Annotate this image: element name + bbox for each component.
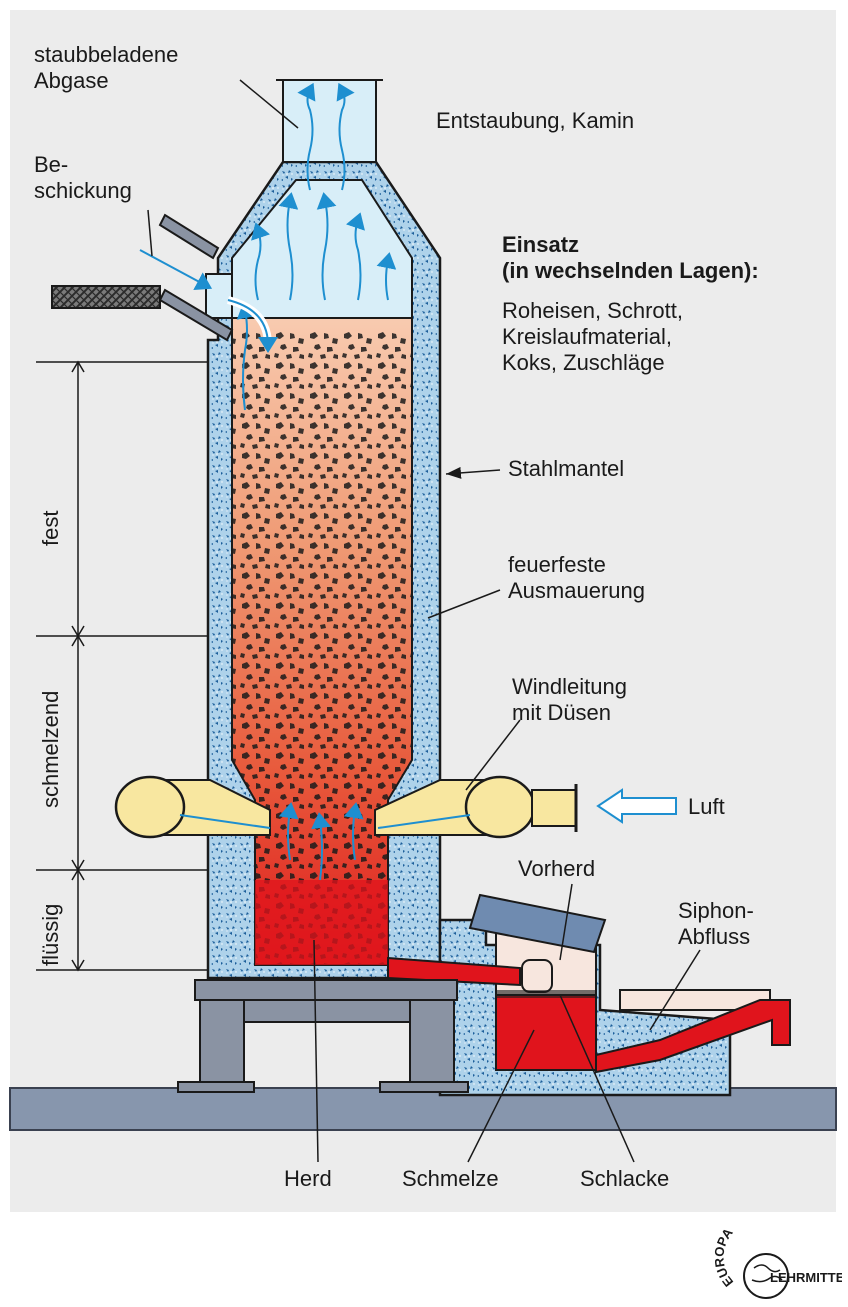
dedusting-label: Entstaubung, Kamin <box>436 108 635 133</box>
zone-dimensions <box>36 360 208 972</box>
leader-lines <box>147 79 701 1163</box>
logo-bottom-text: LEHRMITTEL <box>770 1270 842 1285</box>
lining-label: feuerfeste Ausmauerung <box>508 552 645 603</box>
charging-arrows <box>139 249 278 353</box>
charge-lumps <box>232 330 412 965</box>
gas-zone <box>231 179 413 319</box>
conveyor-belt <box>51 285 161 309</box>
charge-materials: Roheisen, Schrott, Kreislaufmaterial, Ko… <box>502 298 683 375</box>
steel-shell-label: Stahlmantel <box>508 456 625 481</box>
zone-solid-label: fest <box>38 510 63 546</box>
zone-liquid-label: flüssig <box>38 903 63 966</box>
melt-label: Schmelze <box>402 1166 499 1191</box>
hearth-label: Herd <box>284 1166 332 1191</box>
wind-pipe-label: Windleitung mit Düsen <box>512 674 627 725</box>
slag-label: Schlacke <box>580 1166 670 1191</box>
hearth-melt <box>255 880 388 965</box>
forehearth <box>387 893 791 1097</box>
siphon-label: Siphon- Abfluss <box>678 898 754 949</box>
chimney-stack <box>282 79 377 163</box>
gas-flow-arrows <box>179 82 471 881</box>
charging-opening <box>205 273 233 319</box>
air-label: Luft <box>688 794 725 819</box>
wind-pipe <box>114 775 578 839</box>
logo-top-text: EUROPA <box>711 1225 736 1290</box>
publisher-logo: EUROPA LEHRMITTEL <box>711 1218 848 1302</box>
svg-text:EUROPA: EUROPA <box>714 1225 736 1290</box>
air-inlet-arrow <box>596 788 677 824</box>
charging-label: Be- schickung <box>34 152 132 203</box>
charging-chute <box>158 213 220 260</box>
furnace-stand <box>177 979 469 1093</box>
exhaust-label: staubbeladene Abgase <box>34 42 179 93</box>
charge-title: Einsatz (in wechselnden Lagen): <box>502 232 759 283</box>
forehearth-label: Vorherd <box>518 856 596 881</box>
zone-melting-label: schmelzend <box>38 690 63 808</box>
